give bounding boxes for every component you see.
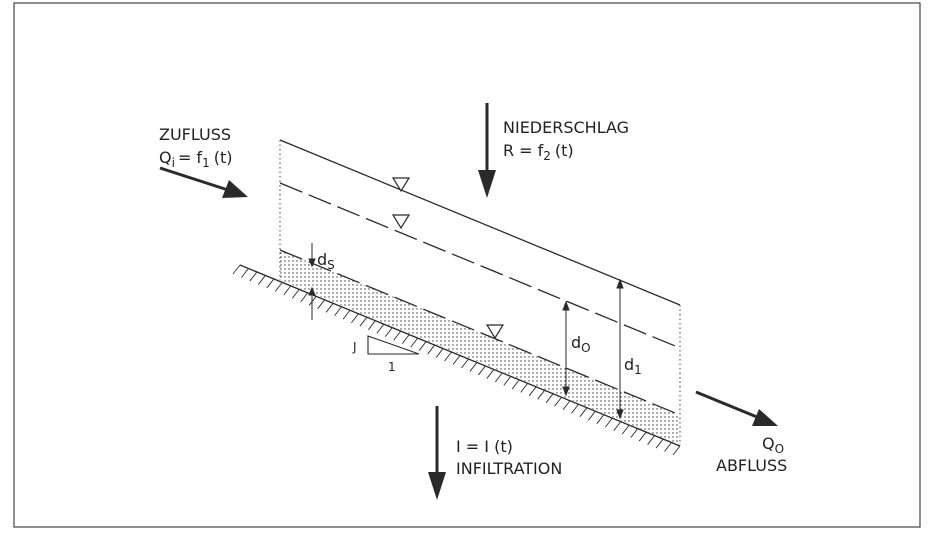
frame: [13, 2, 921, 528]
outflow-arrow: [695, 390, 778, 426]
inflow-equation: Qi= f1(t): [159, 148, 232, 170]
depth-1-label: d1: [624, 355, 642, 377]
precipitation-arrow: [478, 103, 496, 198]
inflow-arrow: [159, 166, 248, 198]
inflow-title: ZUFLUSS: [159, 125, 231, 144]
water-surface-top: [279, 139, 681, 306]
groundwater-surface-dashed: [279, 249, 681, 416]
infiltration-title: INFILTRATION: [456, 459, 562, 478]
slope-rise-label: J: [352, 340, 357, 354]
slope-run-label: 1: [388, 360, 396, 374]
depth-0-dimension: [562, 300, 570, 397]
ground-hatching: [232, 264, 681, 456]
water-level-marker-top: [391, 177, 411, 193]
infiltration-arrow: [428, 406, 446, 500]
precipitation-equation: R= f2(t): [503, 141, 574, 163]
depth-0-label: dO: [571, 333, 591, 355]
precipitation-title: NIEDERSCHLAG: [503, 118, 629, 137]
soil-depth-label: dS: [317, 250, 335, 272]
water-level-marker-mid: [391, 214, 411, 230]
water-level-marker-groundwater: [485, 324, 505, 340]
outflow-variable: QO: [762, 434, 784, 456]
soil-depth-dimension: [308, 243, 316, 320]
soil-layer: [280, 250, 680, 445]
infiltration-equation: I = I (t): [456, 437, 513, 456]
slope-triangle: [367, 335, 420, 355]
depth-1-dimension: [616, 278, 624, 420]
outflow-title: ABFLUSS: [716, 456, 787, 475]
water-surface-dashed: [279, 182, 681, 349]
